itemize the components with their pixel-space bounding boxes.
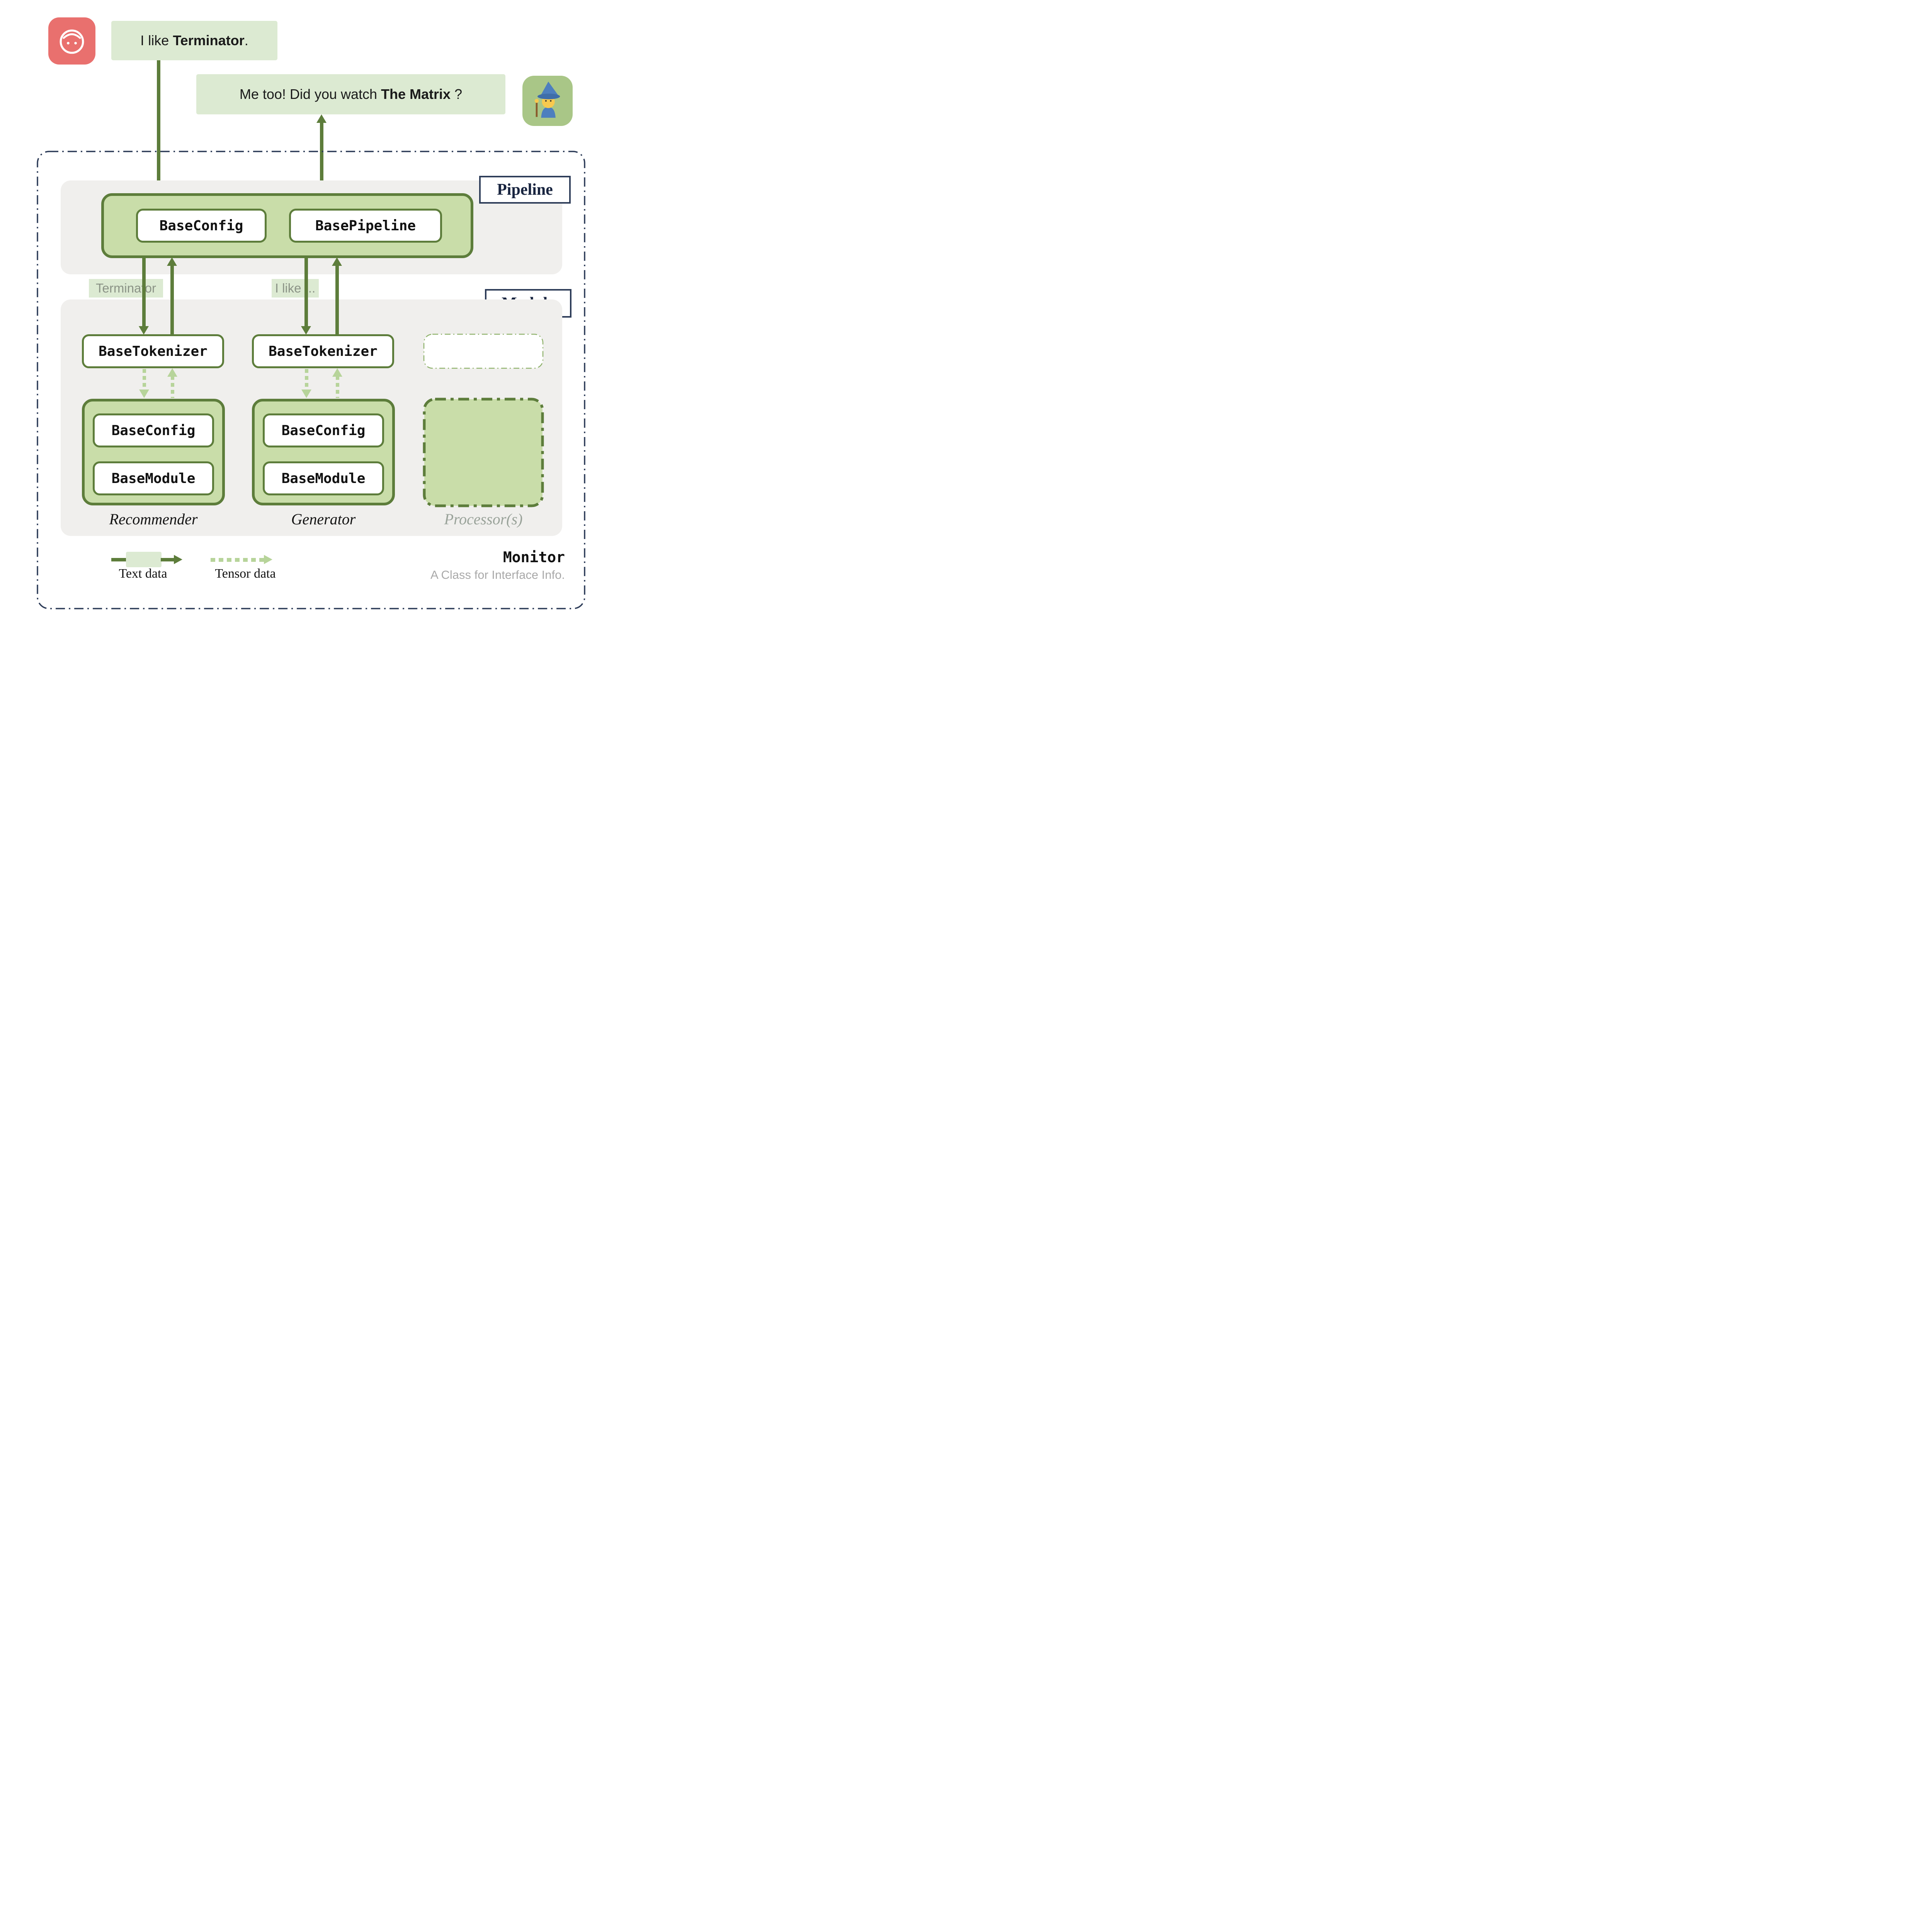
- bot-output-arrow-head: [316, 114, 327, 123]
- recommender-tokenizer-text: BaseTokenizer: [99, 343, 207, 359]
- recommender-to-pipeline-arrow-shaft: [170, 265, 174, 334]
- generator-base-config-box: BaseConfig: [263, 413, 384, 447]
- pipeline-section-label-text: Pipeline: [497, 181, 553, 199]
- legend-tensor-line: [211, 558, 264, 562]
- legend-text-highlight: [126, 552, 162, 567]
- bot-message-bubble: Me too! Did you watch The Matrix ?: [196, 74, 505, 114]
- pipeline-base-config-box: BaseConfig: [136, 209, 267, 243]
- tokenizer-to-generator-tensor-arrow-head: [301, 389, 311, 398]
- bot-message-bold: The Matrix: [381, 86, 451, 102]
- legend-tensor-arrow-head: [264, 555, 272, 564]
- legend-tensor-data-label: Tensor data: [215, 566, 276, 581]
- monitor-frame: [37, 151, 585, 609]
- pipeline-to-recommender-arrow-shaft: [142, 258, 146, 327]
- recommender-to-tokenizer-tensor-arrow-head: [167, 368, 177, 377]
- generator-caption: Generator: [291, 510, 356, 528]
- pipeline-to-recommender-arrow-head: [139, 326, 149, 335]
- flow-label-i-like: I like ...: [272, 279, 319, 298]
- processor-caption: Processor(s): [444, 510, 523, 528]
- base-pipeline-text: BasePipeline: [315, 218, 416, 234]
- legend-text-line-left: [111, 558, 127, 561]
- processor-container: [422, 397, 544, 508]
- recommender-base-config-text: BaseConfig: [111, 422, 196, 439]
- generator-tokenizer-box: BaseTokenizer: [252, 334, 394, 368]
- user-message-bubble: I like Terminator.: [111, 21, 277, 60]
- generator-tokenizer-text: BaseTokenizer: [269, 343, 378, 359]
- bot-message-suffix: ?: [451, 86, 463, 102]
- recommender-base-config-box: BaseConfig: [93, 413, 214, 447]
- flow-label-i-like-text: I like ...: [275, 281, 316, 295]
- generator-to-tokenizer-tensor-arrow-shaft: [336, 376, 339, 398]
- user-avatar: [48, 17, 95, 65]
- wizard-icon: [527, 80, 568, 122]
- generator-to-pipeline-arrow-shaft: [335, 265, 339, 334]
- tokenizer-to-recommender-tensor-arrow-shaft: [143, 369, 146, 390]
- tokenizer-to-generator-tensor-arrow-shaft: [305, 369, 308, 390]
- bot-message-text: Me too! Did you watch: [239, 86, 381, 102]
- pipeline-to-generator-arrow-shaft: [304, 258, 308, 327]
- flow-label-terminator: Terminator: [89, 279, 163, 298]
- legend-text-line-right: [161, 558, 175, 561]
- pipeline-base-config-text: BaseConfig: [159, 218, 243, 234]
- legend-text-arrow-head: [174, 555, 182, 564]
- wizard-avatar: [522, 76, 573, 126]
- diagram-canvas: I like Terminator. Me too! Did you watch…: [0, 0, 614, 618]
- tokenizer-to-recommender-tensor-arrow-head: [139, 389, 149, 398]
- recommender-base-module-text: BaseModule: [111, 470, 196, 486]
- user-message-bold: Terminator: [173, 32, 245, 48]
- legend-text-data-label: Text data: [119, 566, 167, 581]
- recommender-tokenizer-box: BaseTokenizer: [82, 334, 224, 368]
- recommender-caption: Recommender: [109, 510, 198, 528]
- monitor-title: Monitor: [503, 549, 565, 566]
- generator-base-module-text: BaseModule: [281, 470, 366, 486]
- monitor-subtitle: A Class for Interface Info.: [430, 568, 565, 582]
- generator-base-config-text: BaseConfig: [281, 422, 366, 439]
- bot-output-arrow-shaft: [320, 122, 323, 194]
- recommender-base-module-box: BaseModule: [93, 461, 214, 495]
- recommender-to-pipeline-arrow-head: [167, 257, 177, 266]
- generator-base-module-box: BaseModule: [263, 461, 384, 495]
- user-message-text: I like: [140, 32, 173, 48]
- generator-to-pipeline-arrow-head: [332, 257, 342, 266]
- user-input-arrow-shaft: [157, 60, 160, 186]
- processor-placeholder-box: [423, 333, 544, 369]
- user-face-icon: [53, 22, 90, 61]
- pipeline-section-label: Pipeline: [479, 176, 571, 204]
- flow-label-terminator-text: Terminator: [96, 281, 156, 295]
- base-pipeline-box: BasePipeline: [289, 209, 442, 243]
- user-message-suffix: .: [244, 32, 248, 48]
- recommender-to-tokenizer-tensor-arrow-shaft: [171, 376, 174, 398]
- pipeline-to-generator-arrow-head: [301, 326, 311, 335]
- generator-to-tokenizer-tensor-arrow-head: [332, 368, 342, 377]
